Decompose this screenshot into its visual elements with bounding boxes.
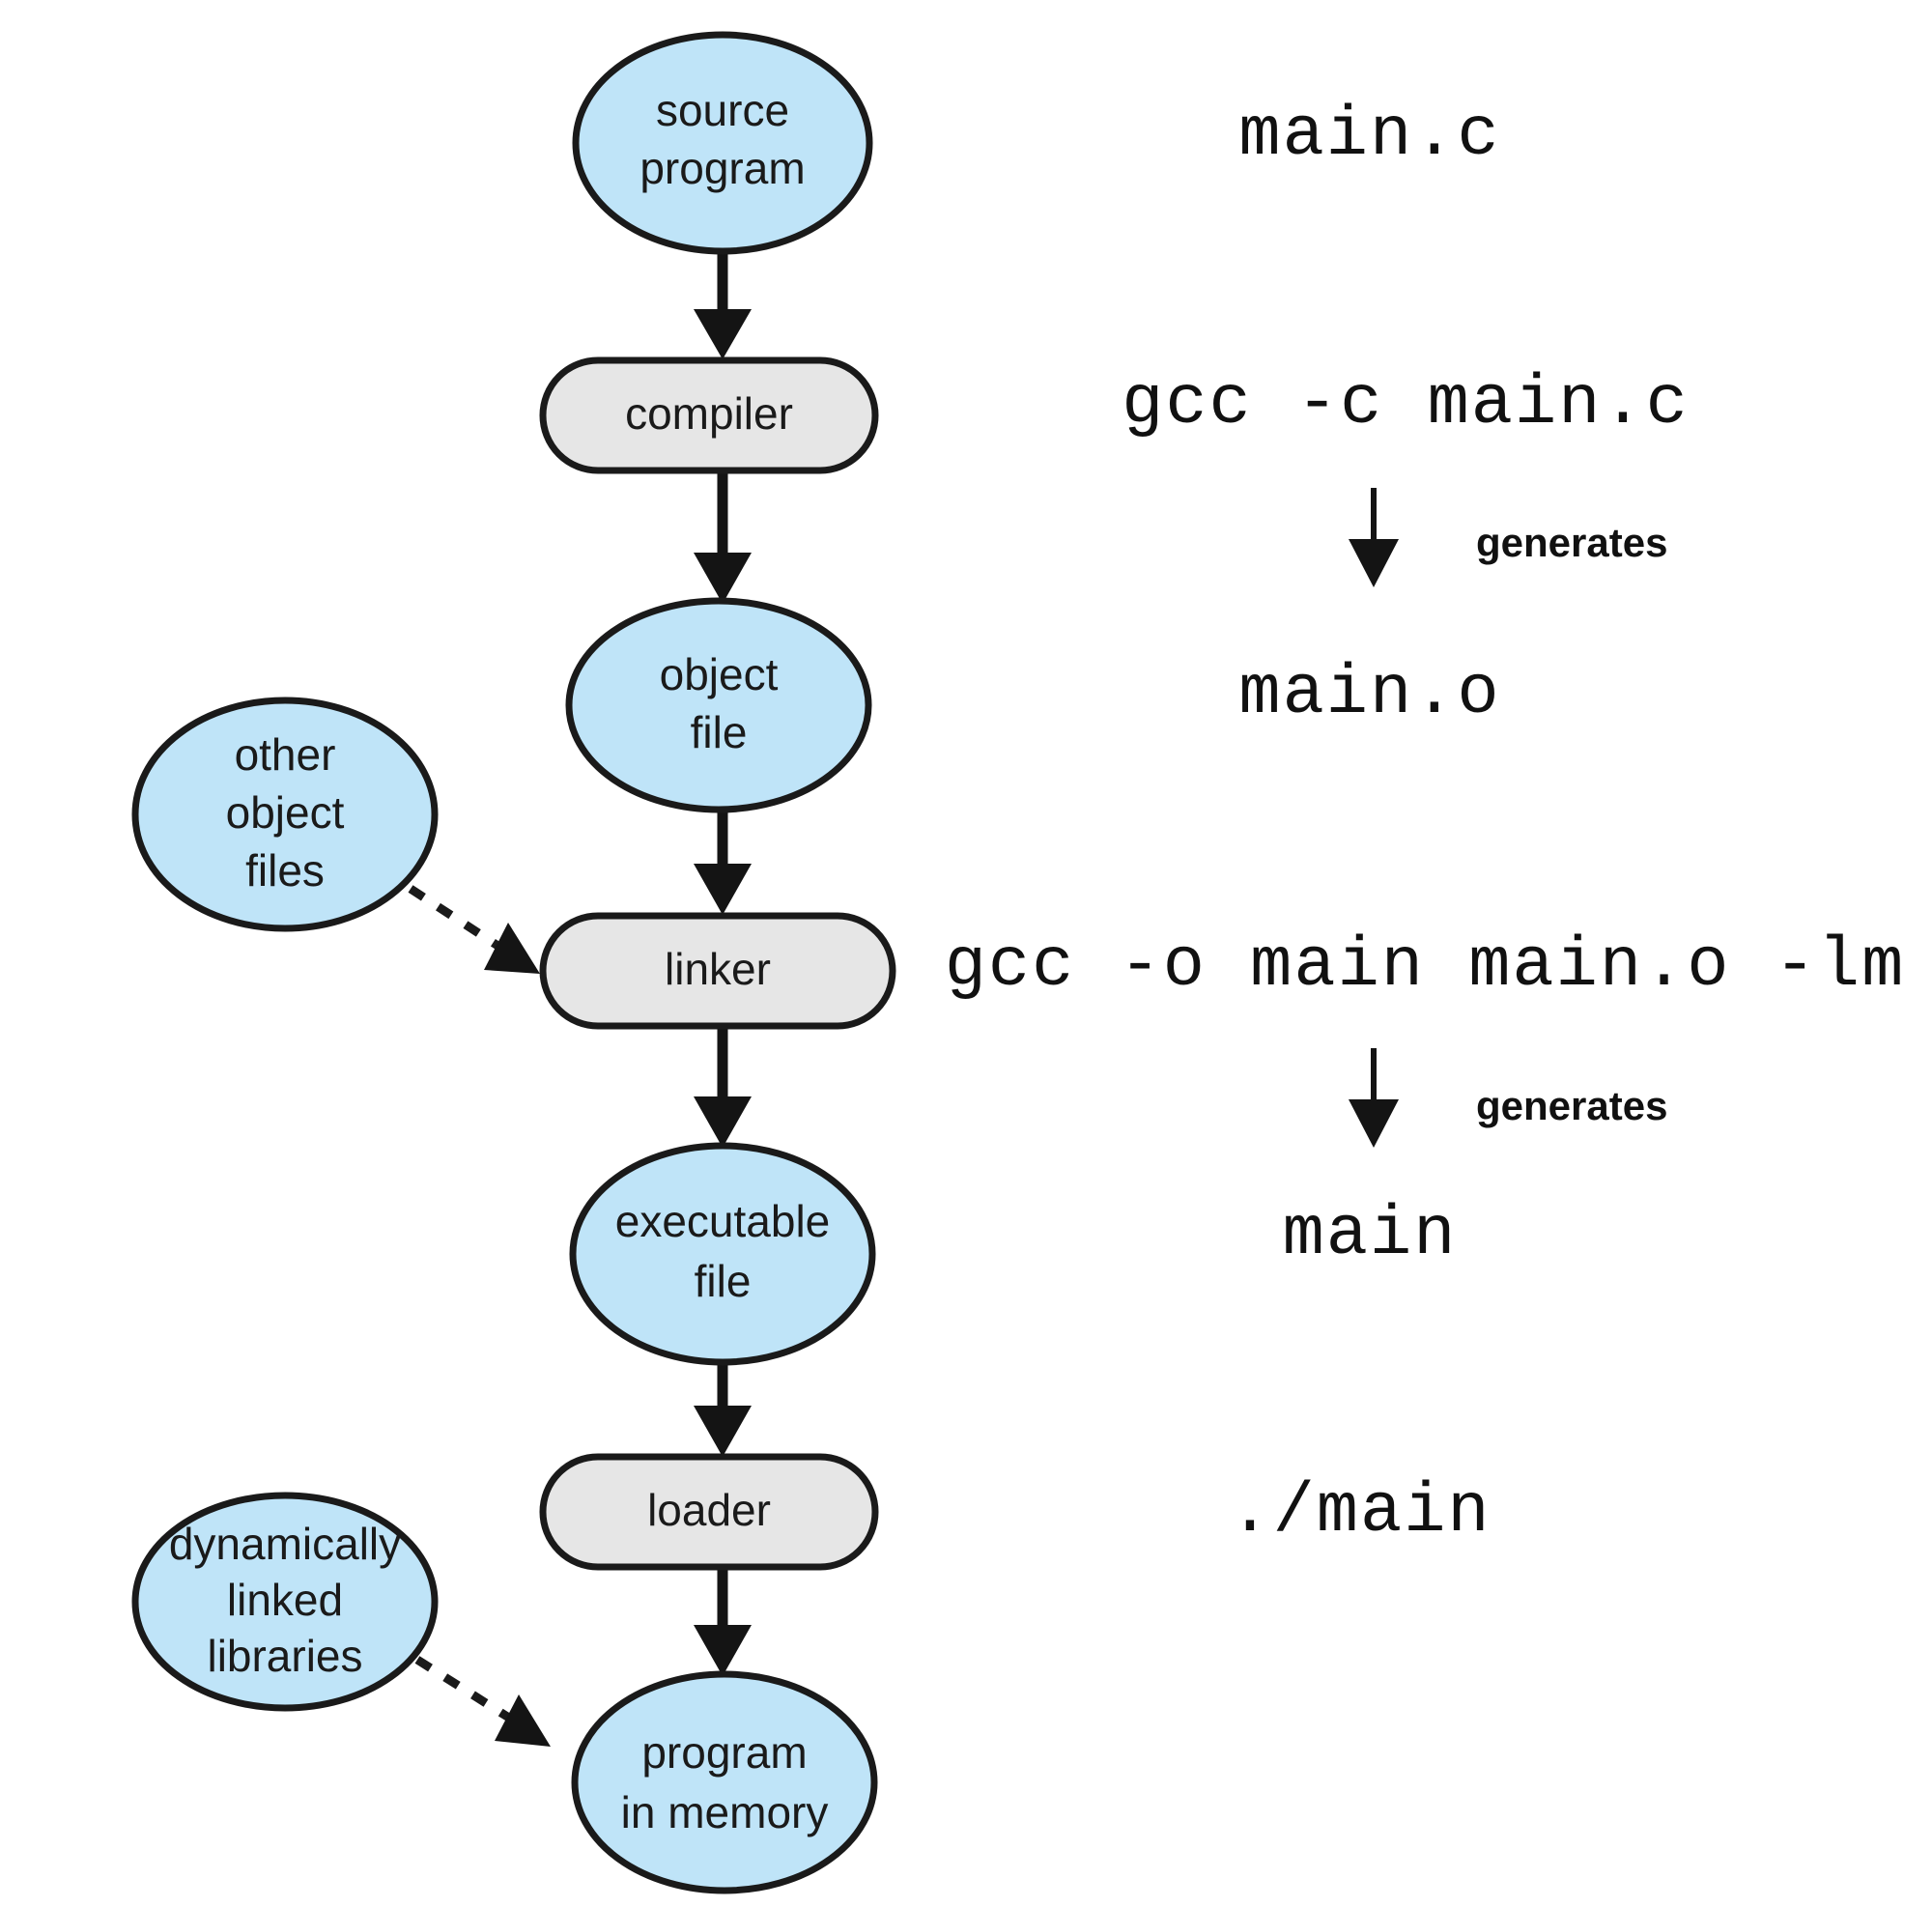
node-dynamically-linked-libraries[interactable]: dynamically linked libraries bbox=[131, 1492, 439, 1712]
generates-arrow-link: generates bbox=[1349, 1048, 1667, 1148]
generates-arrow-compile: generates bbox=[1349, 488, 1667, 587]
code-label-source-file: main.c bbox=[1238, 96, 1500, 175]
program-in-memory-label-line2: in memory bbox=[621, 1787, 829, 1837]
node-compiler[interactable]: compiler bbox=[539, 356, 879, 474]
node-loader[interactable]: loader bbox=[539, 1453, 879, 1571]
dashed-arrow-other-object-files-to-linker bbox=[408, 885, 540, 974]
dll-label-line1: dynamically bbox=[169, 1519, 401, 1569]
code-label-executable: main bbox=[1283, 1195, 1458, 1274]
arrow-linker-to-executable bbox=[694, 1026, 752, 1148]
generates-label-compile: generates bbox=[1476, 520, 1667, 565]
dashed-arrow-dll-to-program-in-memory bbox=[414, 1656, 551, 1747]
other-object-files-label-line3: files bbox=[245, 845, 325, 896]
generates-label-link: generates bbox=[1476, 1083, 1667, 1128]
executable-file-label-line1: executable bbox=[615, 1196, 831, 1246]
other-object-files-label-line2: object bbox=[226, 787, 345, 838]
loader-label: loader bbox=[647, 1485, 771, 1535]
object-file-label-line1: object bbox=[660, 649, 779, 699]
node-object-file[interactable]: object file bbox=[565, 597, 872, 813]
arrow-loader-to-program bbox=[694, 1567, 752, 1676]
code-label-run-command: ./main bbox=[1229, 1472, 1491, 1551]
arrow-executable-to-loader bbox=[694, 1362, 752, 1457]
node-linker[interactable]: linker bbox=[539, 912, 896, 1030]
executable-file-label-line2: file bbox=[695, 1256, 752, 1306]
arrow-source-to-compiler bbox=[694, 249, 752, 359]
node-program-in-memory[interactable]: program in memory bbox=[571, 1670, 878, 1894]
compiler-label: compiler bbox=[625, 388, 793, 439]
code-label-object-file: main.o bbox=[1238, 654, 1500, 733]
code-label-link-command: gcc -o main main.o -lm bbox=[945, 926, 1906, 1006]
other-object-files-label-line1: other bbox=[235, 729, 336, 780]
linker-label: linker bbox=[665, 944, 771, 994]
node-other-object-files[interactable]: other object files bbox=[131, 697, 439, 932]
dll-label-line2: linked bbox=[227, 1575, 343, 1625]
source-program-label-line2: program bbox=[639, 143, 805, 193]
node-source-program[interactable]: source program bbox=[572, 31, 873, 255]
program-in-memory-label-line1: program bbox=[641, 1727, 807, 1778]
object-file-label-line2: file bbox=[691, 707, 748, 757]
arrow-object-to-linker bbox=[694, 810, 752, 915]
source-program-label-line1: source bbox=[656, 85, 789, 135]
dll-label-line3: libraries bbox=[207, 1631, 362, 1681]
arrow-compiler-to-object bbox=[694, 470, 752, 604]
code-label-compile-command: gcc -c main.c bbox=[1122, 364, 1690, 443]
node-executable-file[interactable]: executable file bbox=[569, 1142, 876, 1366]
